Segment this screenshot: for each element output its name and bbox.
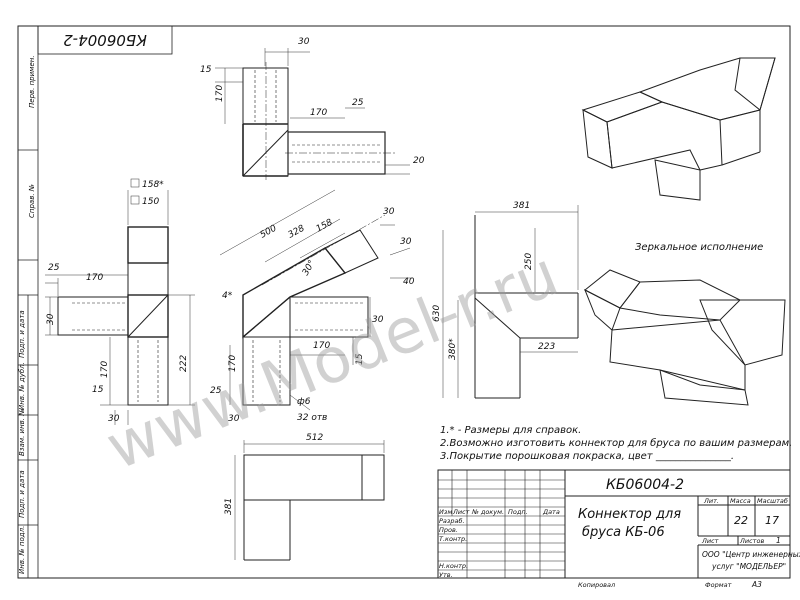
tb-rev-podp: Подп.: [508, 508, 528, 516]
tb-mass-value: 22: [734, 514, 748, 527]
side-stamp-strip: [18, 25, 39, 578]
dim-ang-25: 25: [210, 386, 222, 396]
tb-sheets-value: 1: [776, 536, 781, 545]
tb-sheets-label: Листов: [739, 537, 764, 545]
dim-front-25: 25: [48, 263, 60, 273]
tb-org-line2: услуг "МОДЕЛЬЕР": [711, 562, 786, 571]
dim-ang-170a: 170: [313, 341, 330, 351]
title-line1: Коннектор для: [578, 507, 681, 522]
dim-ang-40: 40: [403, 277, 415, 287]
dim-ang-158: 158: [315, 217, 335, 234]
stamp-sprav-no: Справ. №: [28, 184, 36, 218]
dim-bottom-381: 381: [224, 498, 234, 515]
title-line2: бруса КБ-06: [582, 525, 665, 540]
tb-rev-doc: № докум.: [471, 508, 504, 516]
stamp-inv-podl: Инв. № подл.: [18, 526, 26, 574]
dim-top-20: 20: [413, 156, 425, 166]
top-view-dims: [215, 48, 410, 175]
dim-front-158: 158*: [142, 180, 164, 190]
top-view: [242, 62, 395, 180]
dim-top-15: 15: [200, 65, 212, 75]
stamp-podp-data-1: Подп. и дата: [18, 310, 26, 358]
dim-ang-30c: 30: [372, 315, 384, 325]
stamp-perv-primen: Перв. примен.: [28, 55, 36, 108]
dim-ang-30d: 30: [228, 414, 240, 424]
dim-front-15: 15: [92, 385, 104, 395]
tb-format-label: Формат: [705, 581, 732, 589]
dim-front-150: 150: [142, 197, 159, 207]
stamp-podp-data-2: Подп. и дата: [18, 470, 26, 518]
dim-front-222: 222: [179, 355, 189, 372]
title-block: [437, 469, 791, 579]
dim-front-170b: 170: [100, 361, 110, 378]
tb-rev-date: Дата: [542, 508, 560, 516]
tb-role-prov: Пров.: [439, 526, 458, 534]
dim-ang-30a: 30: [383, 207, 395, 217]
tb-role-utv: Утв.: [439, 571, 453, 579]
front-view: [57, 226, 169, 406]
stamp-vzam-inv: Взам. инв. №: [18, 408, 26, 456]
dim-ang-32holes: 32 отв: [297, 413, 327, 423]
dim-side-380: 380*: [448, 338, 458, 360]
dim-front-170a: 170: [86, 273, 103, 283]
tb-role-tkontr: Т.контр.: [439, 535, 467, 543]
tb-role-razrab: Разраб.: [439, 517, 465, 525]
rotated-code: КБ06004-2: [63, 31, 147, 49]
dim-side-630: 630: [432, 305, 442, 322]
dim-ang-30b: 30: [400, 237, 412, 247]
bottom-view: [243, 454, 385, 561]
dim-ang-4: 4*: [222, 291, 233, 301]
iso-connector-mirror: [584, 269, 786, 406]
dim-ang-170b: 170: [228, 355, 238, 372]
dim-top-170b: 170: [310, 108, 327, 118]
dim-ang-328: 328: [287, 223, 307, 240]
dim-top-170a: 170: [215, 85, 225, 102]
dim-front-30: 30: [46, 313, 56, 325]
dim-ang-15: 15: [355, 353, 365, 365]
tb-mass-label: Масса: [730, 497, 751, 505]
tb-role-nkontr: Н.контр.: [439, 562, 468, 570]
mirror-label: Зеркальное исполнение: [635, 242, 763, 253]
angled-view-dims: [219, 189, 412, 411]
dim-side-250: 250: [524, 253, 534, 270]
tb-scale-label: Масштаб: [757, 497, 788, 505]
dim-bottom-512: 512: [306, 433, 323, 443]
dim-top-25: 25: [352, 98, 364, 108]
tb-sheet-label: Лист: [701, 537, 719, 545]
dim-top-30: 30: [298, 37, 310, 47]
dim-ang-phi6: ф6: [297, 397, 311, 407]
rotated-code-box: [37, 25, 173, 55]
bottom-view-dims: [234, 440, 385, 560]
tb-copied-label: Копировал: [578, 581, 615, 589]
tb-lit-label: Лит.: [703, 497, 719, 505]
drawing-code: КБ06004-2: [606, 477, 684, 493]
front-view-dims: [45, 178, 195, 425]
tb-format-value: А3: [751, 580, 762, 589]
iso-connector: [581, 57, 776, 201]
dim-side-223: 223: [538, 342, 555, 352]
outer-frame: [17, 25, 791, 579]
side-view-dims: [442, 205, 579, 398]
tb-scale-value: 17: [765, 514, 779, 527]
dim-front-30b: 30: [108, 414, 120, 424]
tb-rev-izm: Изм: [439, 508, 452, 516]
dim-side-381: 381: [513, 201, 530, 211]
note-1: 1.* - Размеры для справок.: [440, 425, 582, 436]
note-2: 2.Возможно изготовить коннектор для брус…: [440, 438, 793, 449]
side-view: [474, 215, 579, 399]
angled-view: [242, 214, 386, 406]
stamp-inv-dubl: Инв. № дубл.: [18, 362, 26, 410]
note-3: 3.Покрытие порошковая покраска, цвет ___…: [440, 451, 734, 462]
dim-ang-500: 500: [259, 223, 279, 240]
tb-org-line1: ООО "Центр инженерных: [702, 550, 800, 559]
tb-rev-list: Лист: [452, 508, 470, 516]
